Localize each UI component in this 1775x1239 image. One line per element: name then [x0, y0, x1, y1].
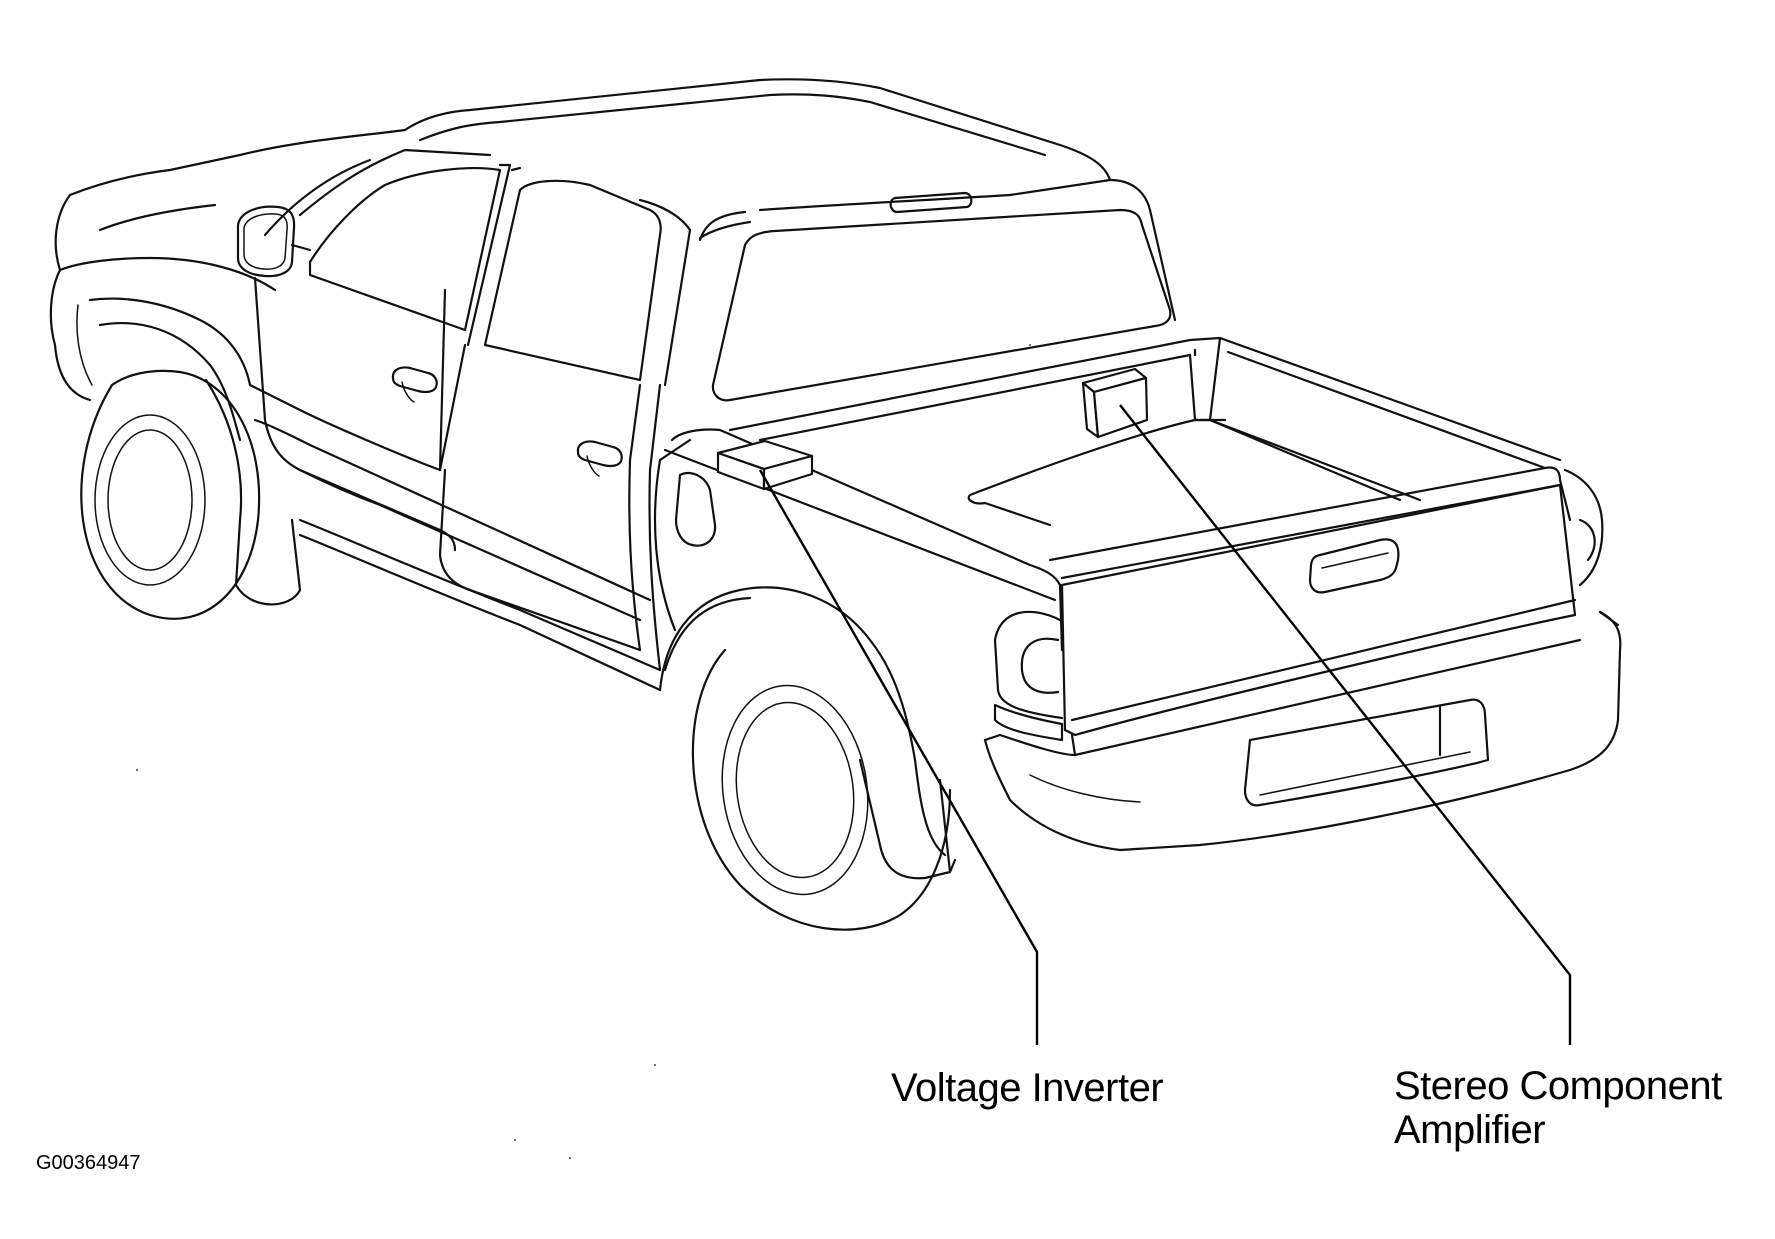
stereo-amplifier-label-line1: Stereo Component — [1394, 1064, 1722, 1108]
tail-lights — [993, 468, 1604, 742]
rear-wheel — [658, 586, 957, 931]
figure-code: G00364947 — [36, 1152, 141, 1174]
stereo-amplifier-leader-line — [1119, 404, 1572, 1045]
cab — [263, 78, 1177, 402]
front-body — [49, 128, 442, 472]
rear-bumper — [983, 610, 1622, 852]
front-wheel — [80, 369, 302, 620]
voltage-inverter-box — [716, 439, 814, 491]
stereo-amplifier-label-line2: Amplifier — [1394, 1108, 1546, 1152]
side-mirror — [236, 205, 312, 278]
voltage-inverter-label: Voltage Inverter — [891, 1066, 1164, 1110]
voltage-inverter-leader-line — [758, 469, 1039, 1045]
tailgate — [1060, 483, 1577, 757]
doors — [253, 276, 662, 692]
